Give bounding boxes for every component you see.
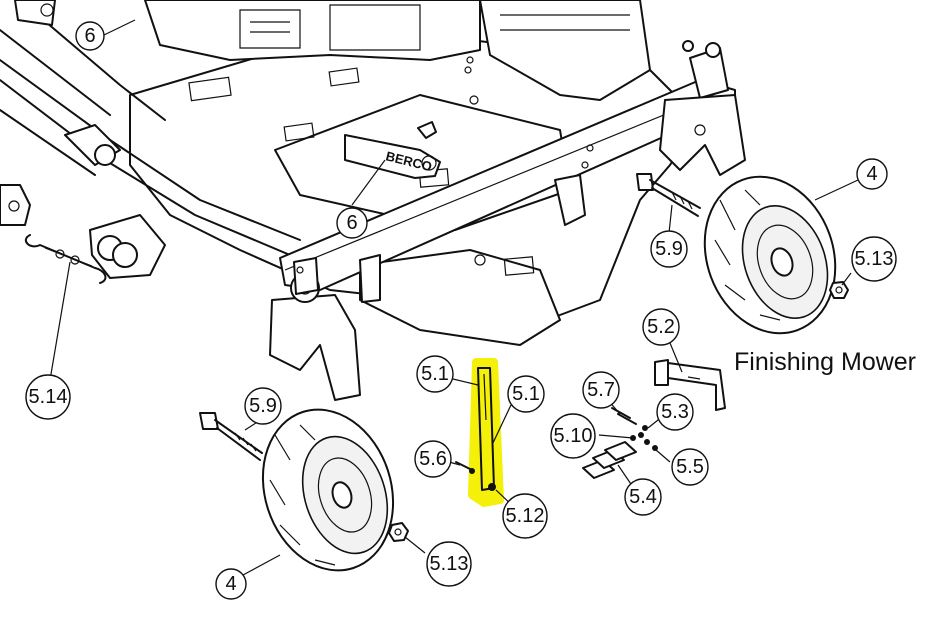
svg-text:5.13: 5.13 <box>855 248 894 270</box>
svg-text:5.13: 5.13 <box>430 553 469 575</box>
bolt-56 <box>455 461 475 474</box>
callout-4-left: 4 <box>215 568 247 600</box>
axle-bolt-right <box>636 173 701 217</box>
svg-text:6: 6 <box>346 212 357 234</box>
nut-right <box>829 281 849 299</box>
rear-wheel-left <box>261 408 395 572</box>
callout-6-top: 6 <box>75 21 105 51</box>
bracket-plate <box>654 359 726 411</box>
svg-text:5.1: 5.1 <box>421 363 449 385</box>
svg-text:5.7: 5.7 <box>587 379 615 401</box>
svg-text:5.9: 5.9 <box>249 395 277 417</box>
axle-bolt-left <box>199 412 263 461</box>
callout-5-12: 5.12 <box>502 493 548 539</box>
callout-6-deck: 6 <box>336 207 368 239</box>
svg-text:5.14: 5.14 <box>29 386 68 408</box>
svg-text:5.4: 5.4 <box>629 486 657 508</box>
svg-text:5.1: 5.1 <box>512 383 540 405</box>
diagram-caption: Finishing Mower <box>734 348 917 376</box>
svg-text:5.5: 5.5 <box>676 456 704 478</box>
callout-5-1-left: 5.1 <box>416 355 454 393</box>
rear-wheel-right <box>703 175 837 335</box>
callout-5-14: 5.14 <box>25 374 71 420</box>
callout-5-1-right: 5.1 <box>507 375 545 413</box>
tow-frame <box>0 0 301 279</box>
svg-text:5.10: 5.10 <box>554 425 593 447</box>
callout-5-2: 5.2 <box>642 308 680 346</box>
front-cross-bar <box>269 40 746 401</box>
svg-text:5.6: 5.6 <box>419 448 447 470</box>
callout-5-3: 5.3 <box>656 393 694 431</box>
callout-4-right: 4 <box>856 158 888 190</box>
clip-set <box>582 441 637 479</box>
svg-text:5.12: 5.12 <box>506 505 545 527</box>
svg-text:5.3: 5.3 <box>661 401 689 423</box>
svg-text:5.9: 5.9 <box>655 238 683 260</box>
leader-lines <box>49 19 859 576</box>
mower-deck: BERCO <box>129 0 701 346</box>
callout-5-7: 5.7 <box>582 371 620 409</box>
spring-link <box>24 234 107 284</box>
berco-logo-plate: BERCO <box>344 134 441 179</box>
svg-text:4: 4 <box>866 163 877 185</box>
callout-5-10: 5.10 <box>550 413 596 459</box>
callout-5-6: 5.6 <box>414 440 452 478</box>
callout-5-9-left: 5.9 <box>244 387 282 425</box>
callout-5-9-right: 5.9 <box>650 230 688 268</box>
callout-5-5: 5.5 <box>671 448 709 486</box>
adjust-link-highlighted <box>468 358 504 507</box>
callout-5-13-left: 5.13 <box>426 541 472 587</box>
svg-text:5.2: 5.2 <box>647 316 675 338</box>
callout-5-13-right: 5.13 <box>851 236 897 282</box>
highlight-marker <box>468 358 504 507</box>
svg-text:6: 6 <box>84 25 95 47</box>
callout-5-4: 5.4 <box>624 478 662 516</box>
hardware-cluster <box>611 407 658 451</box>
nut-left <box>388 522 409 542</box>
svg-text:4: 4 <box>225 573 236 595</box>
